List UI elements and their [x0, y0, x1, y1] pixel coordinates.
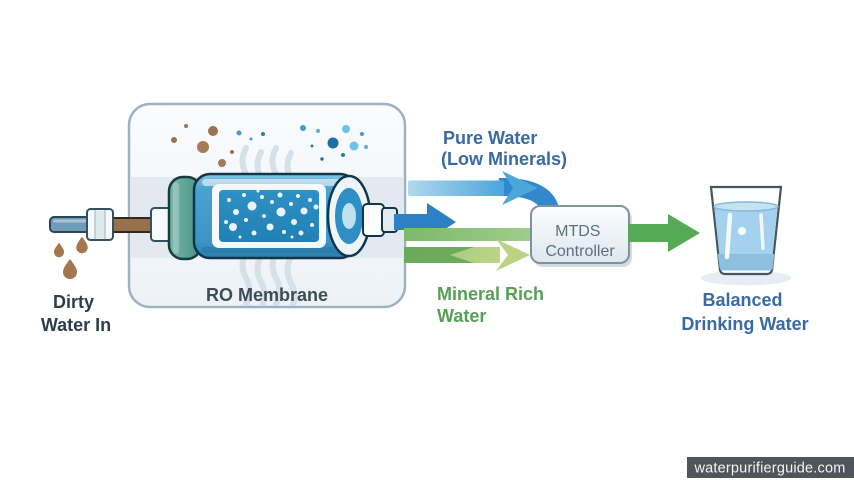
mineral-label-line1: Mineral Rich: [437, 284, 544, 304]
watermark-bar: waterpurifierguide.com: [687, 457, 854, 478]
water-surface: [713, 201, 779, 212]
outlet-connector: [362, 203, 385, 237]
balanced-label-line2: Drinking Water: [681, 314, 808, 334]
pure-water-arrow: [408, 171, 538, 205]
body-shade: [202, 247, 350, 253]
dirty-label-line1: Dirty: [53, 292, 94, 312]
pure-label-line1: Pure Water: [443, 128, 537, 148]
glass-water-bottom: [717, 254, 775, 271]
mineral-label-line2: Water: [437, 306, 486, 326]
glass-sparkle: [738, 227, 746, 235]
pipe-connector-outer: [86, 208, 114, 241]
watermark-text: waterpurifierguide.com: [693, 461, 845, 477]
watermark-background: [687, 457, 854, 478]
glass-highlights: [724, 212, 765, 260]
dirty-droplets: [53, 236, 88, 279]
mtds-label-line2: Controller: [545, 243, 615, 260]
dirty-label-line2: Water In: [41, 315, 111, 335]
output-water-arrow: [628, 214, 700, 252]
membrane-bubbles: [224, 189, 319, 239]
balanced-label-line1: Balanced: [702, 290, 782, 310]
inlet-pipe: [49, 207, 174, 242]
ro-membrane-label: RO Membrane: [206, 285, 328, 305]
pipe-highlight: [53, 219, 87, 223]
mtds-controller-label: MTDS Controller: [545, 223, 615, 260]
contaminant-dots: [171, 124, 234, 167]
pure-label-line2: (Low Minerals): [441, 149, 567, 169]
pure-water-label: Pure Water (Low Minerals): [441, 128, 567, 169]
mineral-rich-label: Mineral Rich Water: [437, 284, 549, 326]
mineral-band: [404, 228, 540, 241]
inlet-pipe-blue: [49, 216, 92, 233]
mineral-arrow-overlay: [404, 247, 474, 263]
cap-highlight: [173, 182, 179, 254]
glass-water: [714, 206, 778, 260]
membrane-panel: [219, 190, 319, 242]
clean-dots: [236, 125, 368, 161]
mtds-controller-box: MTDS Controller: [530, 205, 632, 267]
dirty-water-label: Dirty Water In: [41, 292, 111, 335]
mtds-label-line1: MTDS: [555, 223, 600, 240]
water-glass: [701, 185, 791, 286]
balanced-water-label: Balanced Drinking Water: [681, 290, 808, 334]
ro-cylinder: [167, 172, 398, 261]
right-cap-core: [342, 203, 356, 229]
inlet-pipe-brown: [110, 217, 155, 233]
mineral-water-arrow: [404, 239, 530, 271]
